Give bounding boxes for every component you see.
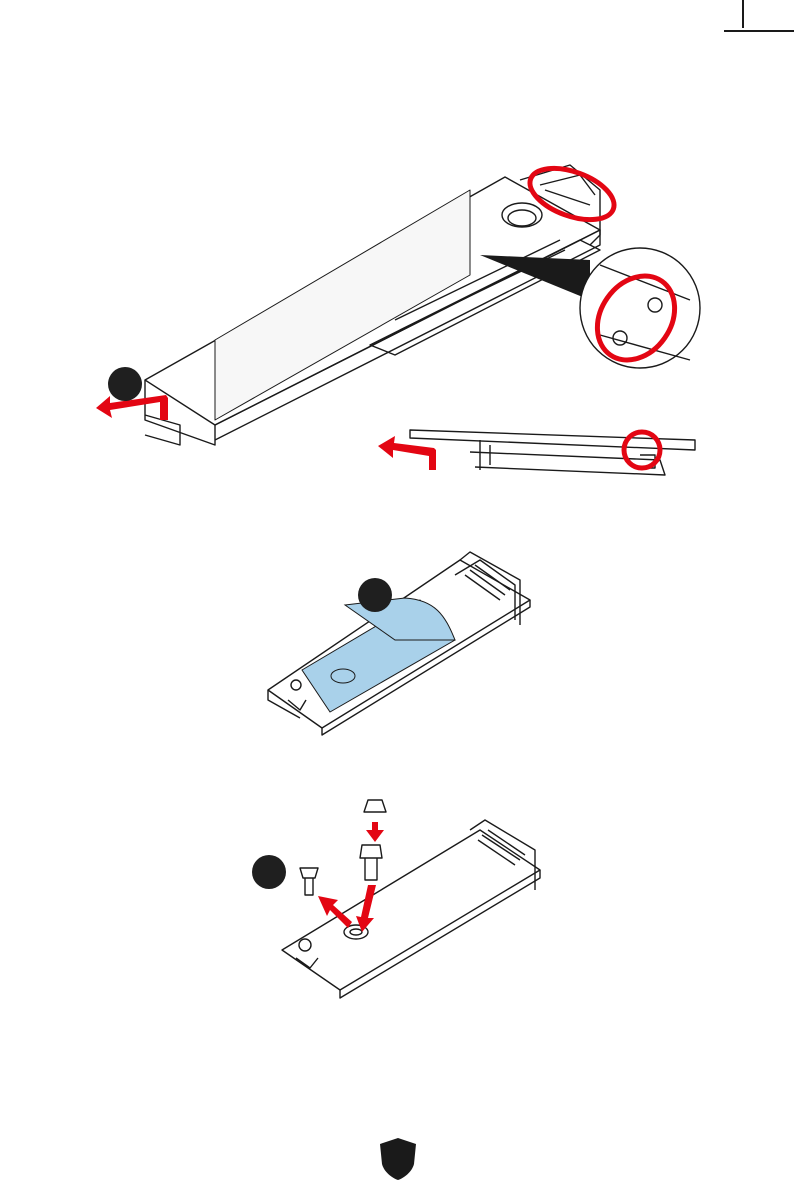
step-badge-3: [252, 855, 286, 889]
msi-shield-logo-icon: [378, 1138, 418, 1180]
standoff-screw-illustration: [0, 0, 794, 1010]
